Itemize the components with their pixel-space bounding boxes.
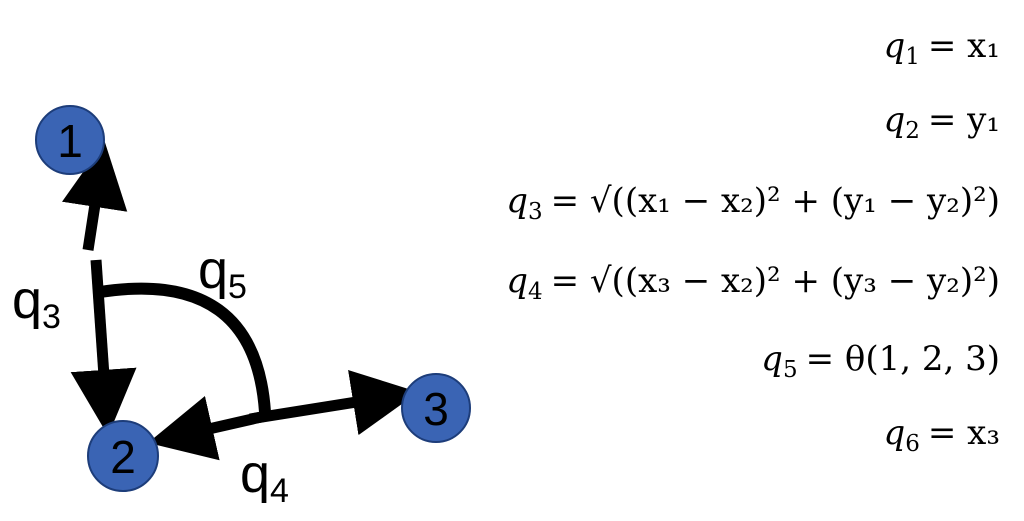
label-q3: q3 xyxy=(12,270,61,336)
equation-q6: q6= x₃ xyxy=(883,413,1000,457)
node-3-label: 3 xyxy=(423,383,449,435)
equation-q5: q5= θ(1, 2, 3) xyxy=(761,339,1000,383)
node-3: 3 xyxy=(401,373,471,443)
node-2-label: 2 xyxy=(110,431,136,483)
label-q4: q4 xyxy=(240,444,289,510)
equation-q2: q2= y₁ xyxy=(883,100,1000,144)
equation-q4: q4= √((x₃ − x₂)² + (y₃ − y₂)²) xyxy=(506,261,1000,305)
node-1: 1 xyxy=(35,105,105,175)
angle-arc xyxy=(94,282,271,418)
label-q5: q5 xyxy=(198,240,247,306)
edge-2-3-arrow-right xyxy=(249,369,419,436)
node-2: 2 xyxy=(87,420,159,492)
equation-list: q1= x₁ q2= y₁ q3= √((x₁ − x₂)² + (y₁ − y… xyxy=(506,26,1000,457)
equation-q3: q3= √((x₁ − x₂)² + (y₁ − y₂)²) xyxy=(506,181,1000,225)
equation-q1: q1= x₁ xyxy=(883,26,1000,70)
edge-2-1-arrow xyxy=(70,259,137,436)
edge-1-2-arrow xyxy=(62,141,128,251)
node-1-label: 1 xyxy=(57,115,83,167)
